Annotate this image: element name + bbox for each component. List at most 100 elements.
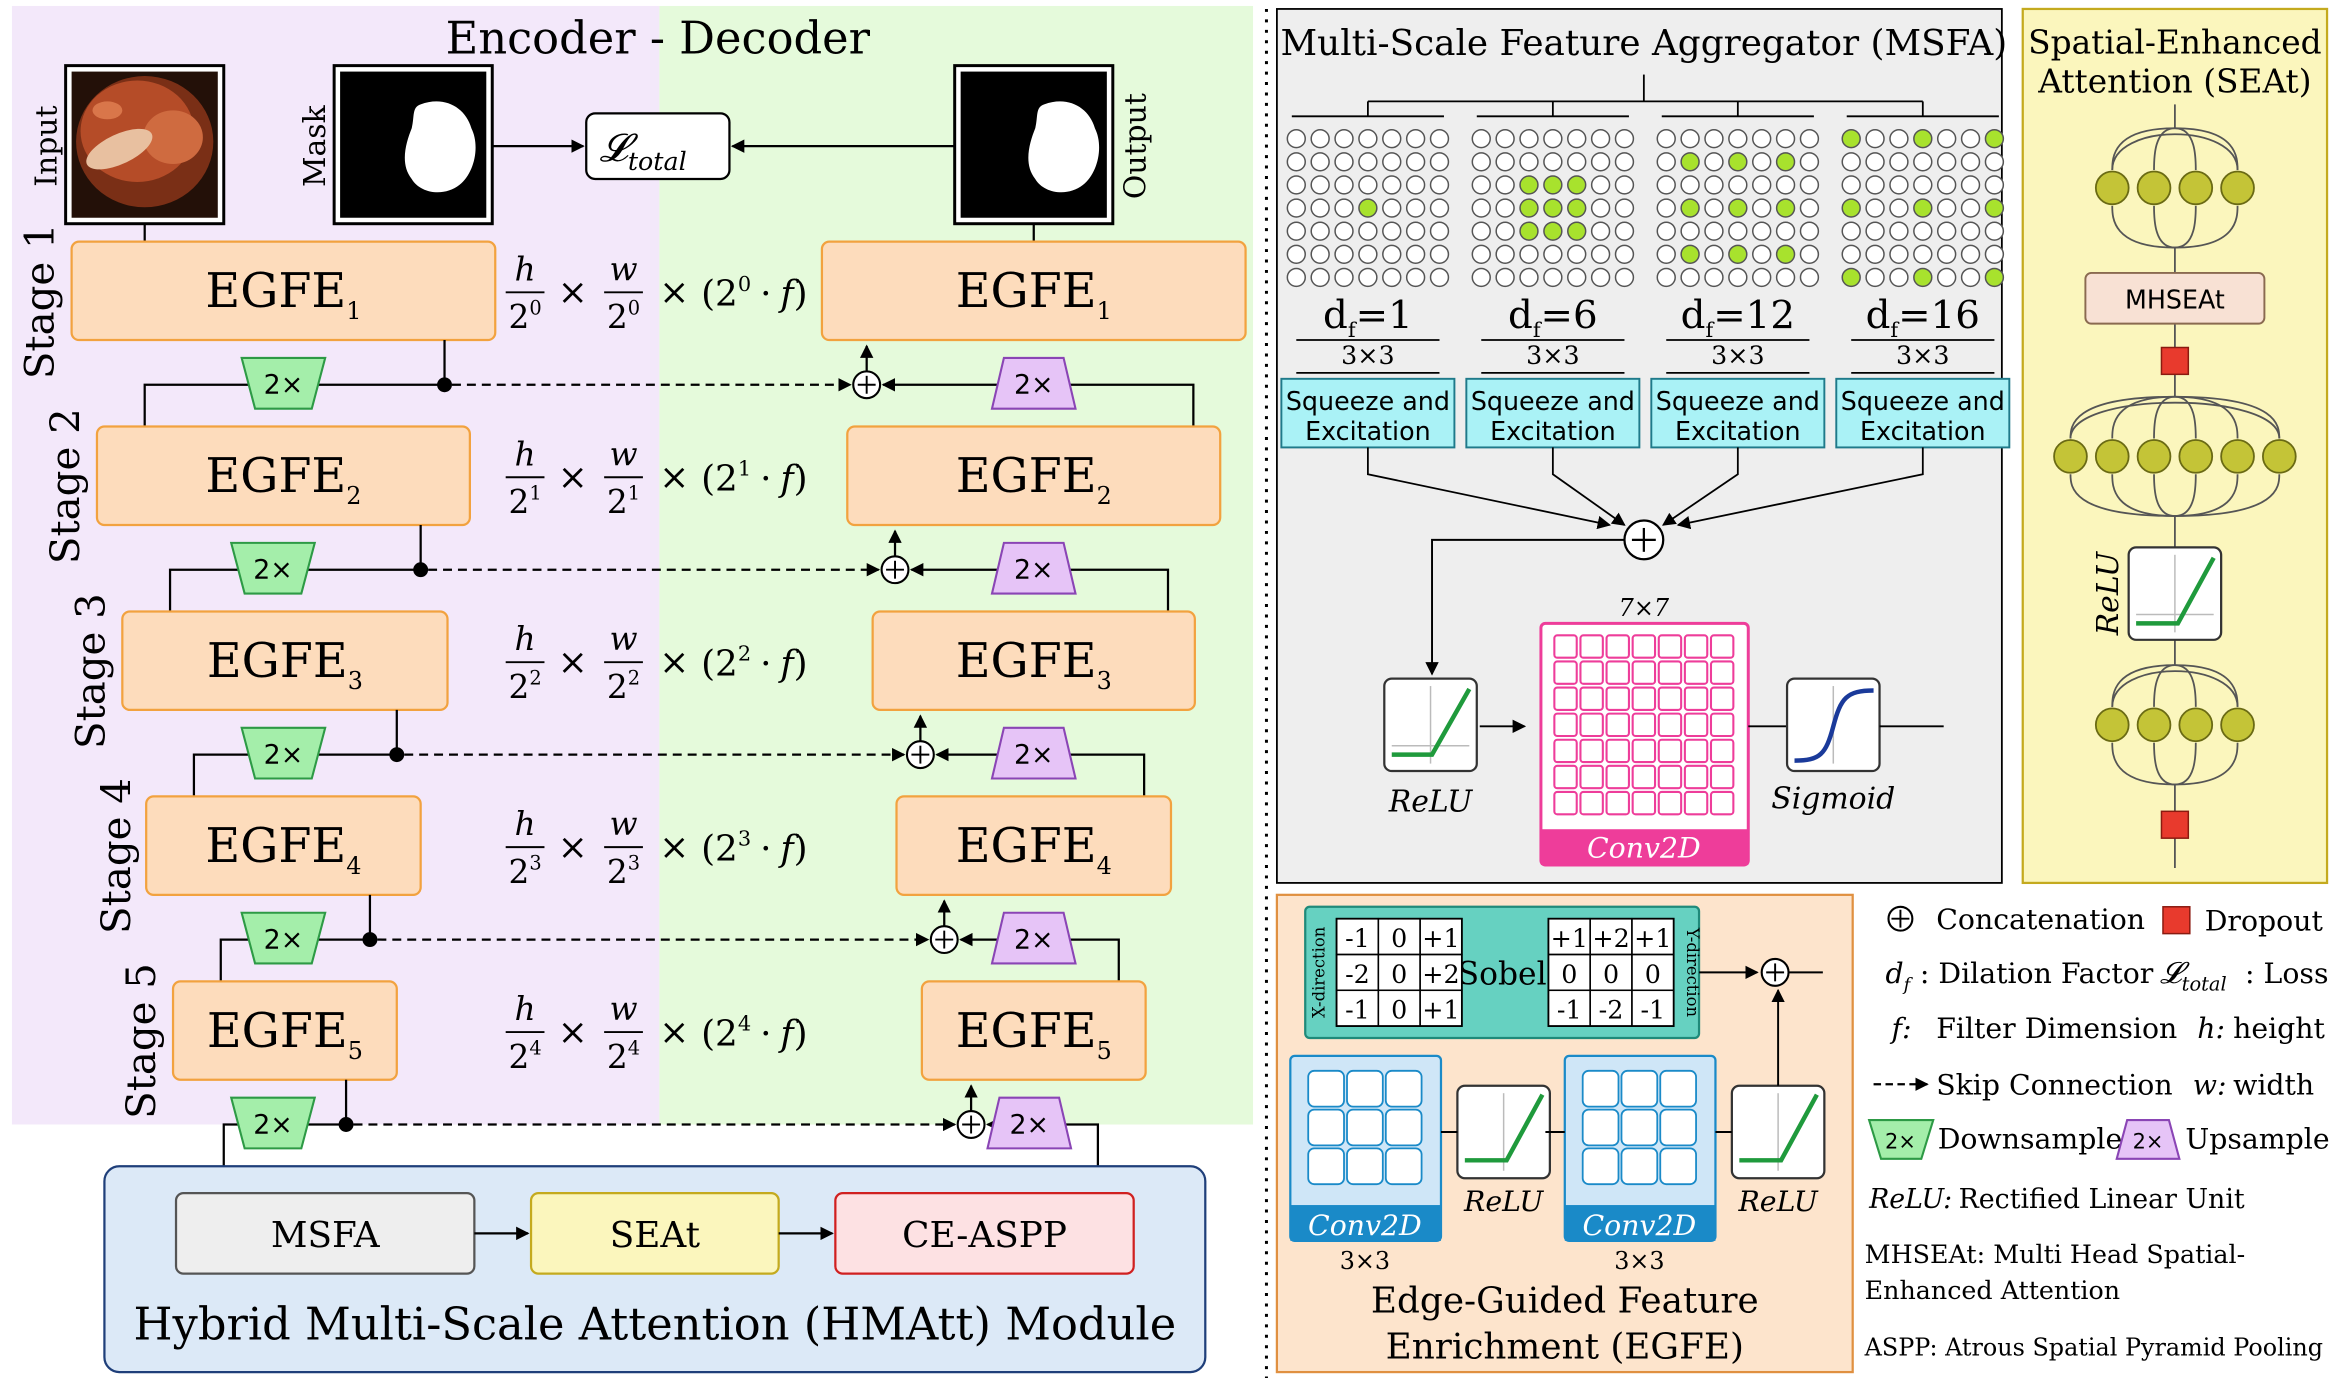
upsample-icon-3 <box>990 726 1077 780</box>
legend-concat: Concatenation <box>1936 903 2145 936</box>
dimension-formula-3: h22×w22×(22·f) <box>505 620 808 706</box>
legend-h-text: height <box>2233 1012 2325 1045</box>
decoder-egfe-block-2 <box>846 425 1222 527</box>
downsample-label-4: 2× <box>264 925 304 956</box>
svg-text:(24·f): (24·f) <box>701 1012 808 1055</box>
svg-text:(23·f): (23·f) <box>701 827 808 870</box>
encoder-egfe-label-2: EGFE2 <box>205 449 361 510</box>
msfa-block-label: MSFA <box>271 1215 381 1256</box>
seat-neuron <box>2220 439 2255 474</box>
legend-upsample-icon <box>2115 1118 2181 1160</box>
svg-text:24: 24 <box>508 1036 541 1075</box>
stage-label-4: Stage 4 <box>94 778 140 934</box>
encoder-egfe-block-3 <box>121 610 449 712</box>
svg-text:h: h <box>515 435 536 473</box>
dilation-factor-3: df=12 <box>1681 293 1795 342</box>
y-direction-label: Y-direction <box>1683 927 1702 1018</box>
seat-neuron <box>2178 170 2214 206</box>
svg-text:×: × <box>659 827 689 868</box>
upsample-icon-4 <box>990 911 1077 965</box>
dilation-grid-df1 <box>1286 129 1450 288</box>
sobel-label: Sobel <box>1458 956 1547 992</box>
downsample-icon-1 <box>240 356 327 410</box>
encoder-egfe-label-3: EGFE3 <box>207 634 363 695</box>
output-image <box>953 64 1115 226</box>
input-label: Input <box>30 106 65 187</box>
upsample-label-2: 2× <box>1014 555 1054 586</box>
skip-node-2 <box>413 562 429 578</box>
squeeze-excitation-block-1 <box>1280 377 1456 449</box>
encoder-egfe-label-4: EGFE4 <box>205 819 361 880</box>
hmatt-title: Hybrid Multi-Scale Attention (HMAtt) Mod… <box>134 1297 1177 1350</box>
svg-text:20: 20 <box>508 297 541 336</box>
kernel-size-3: 3×3 <box>1711 340 1764 370</box>
egfe-title-line1: Edge-Guided Feature <box>1371 1280 1759 1321</box>
legend-w-text: width <box>2233 1069 2314 1102</box>
svg-text:+1: +1 <box>1551 923 1588 953</box>
decoder-egfe-block-5 <box>920 980 1147 1081</box>
squeeze-excitation-block-2 <box>1465 377 1641 449</box>
legend-loss-sub: total <box>2182 972 2227 995</box>
svg-text:-1: -1 <box>1345 923 1370 953</box>
encoder-decoder-title: Encoder - Decoder <box>446 12 871 65</box>
svg-text:𝓛total: 𝓛total <box>2160 956 2227 995</box>
egfe-relu-label-2: ReLU <box>1737 1185 1818 1218</box>
dimension-formula-4: h23×w23×(23·f) <box>505 805 808 891</box>
legend-aspp: ASPP: Atrous Spatial Pyramid Pooling <box>1864 1334 2323 1362</box>
svg-text:+1: +1 <box>1422 923 1459 953</box>
seat-neuron <box>2220 170 2255 206</box>
egfe-relu-icon-2 <box>1730 1084 1826 1180</box>
stage-label-1: Stage 1 <box>18 223 64 379</box>
seat-neuron <box>2136 707 2172 743</box>
legend-upsample: Upsample <box>2185 1122 2329 1155</box>
msfa-title: Multi-Scale Feature Aggregator (MSFA) <box>1281 23 2008 64</box>
svg-text:×: × <box>558 457 588 498</box>
svg-text:(22·f): (22·f) <box>701 642 808 685</box>
legend-loss-text: : Loss <box>2245 957 2329 990</box>
svg-text:×: × <box>659 272 689 313</box>
skip-node-1 <box>437 377 452 393</box>
downsample-icon-5 <box>229 1096 317 1150</box>
dropout-block-2 <box>2160 810 2190 839</box>
svg-text:Conv2D: Conv2D <box>1308 1209 1422 1242</box>
legend-dropout-icon <box>2162 906 2191 935</box>
decoder-egfe-block-4 <box>895 795 1173 896</box>
seat-neuron <box>2262 439 2297 474</box>
seat-neuron <box>2136 170 2172 206</box>
msfa-relu-icon <box>1383 677 1478 773</box>
legend-mhseat-line2: Enhanced Attention <box>1865 1275 2120 1305</box>
upsample-label-1: 2× <box>1014 370 1054 401</box>
svg-text:w: w <box>609 250 637 288</box>
svg-text:+1: +1 <box>1422 995 1459 1025</box>
skip-node-4 <box>362 932 378 948</box>
conv-kernel-label: 7×7 <box>1619 594 1670 622</box>
svg-text:df: df <box>1886 957 1914 995</box>
dimension-formula-2: h21×w21×(21·f) <box>505 435 808 521</box>
decoder-egfe-label-1: EGFE1 <box>956 264 1112 325</box>
msfa-relu-label: ReLU <box>1388 784 1473 819</box>
svg-text:Squeeze and: Squeeze and <box>1471 386 1635 416</box>
svg-text:×: × <box>558 272 588 313</box>
dilation-factor-4: df=16 <box>1866 293 1980 342</box>
legend-df-sub: f <box>1902 974 1914 995</box>
legend-dropout: Dropout <box>2205 905 2324 938</box>
ceaspp-block-label: CE-ASPP <box>902 1215 1067 1256</box>
squeeze-excitation-block-3 <box>1650 377 1826 449</box>
svg-text:w: w <box>609 990 637 1028</box>
svg-text:×: × <box>558 642 588 683</box>
seat-block-label: SEAt <box>610 1215 701 1256</box>
svg-text:+2: +2 <box>1422 959 1459 989</box>
seat-relu-label: ReLU <box>2091 551 2126 636</box>
seat-neuron <box>2053 439 2088 474</box>
stage-label-2: Stage 2 <box>43 408 89 564</box>
seat-neuron <box>2220 707 2255 743</box>
decoder-egfe-label-4: EGFE4 <box>956 819 1112 880</box>
conv-7x7-label-bar <box>1540 829 1749 866</box>
dilation-grid-df12 <box>1656 129 1820 288</box>
seat-neuron <box>2094 707 2130 743</box>
svg-text:Conv2D: Conv2D <box>1583 1209 1697 1242</box>
legend-downsample-scale: 2× <box>1885 1129 1916 1153</box>
